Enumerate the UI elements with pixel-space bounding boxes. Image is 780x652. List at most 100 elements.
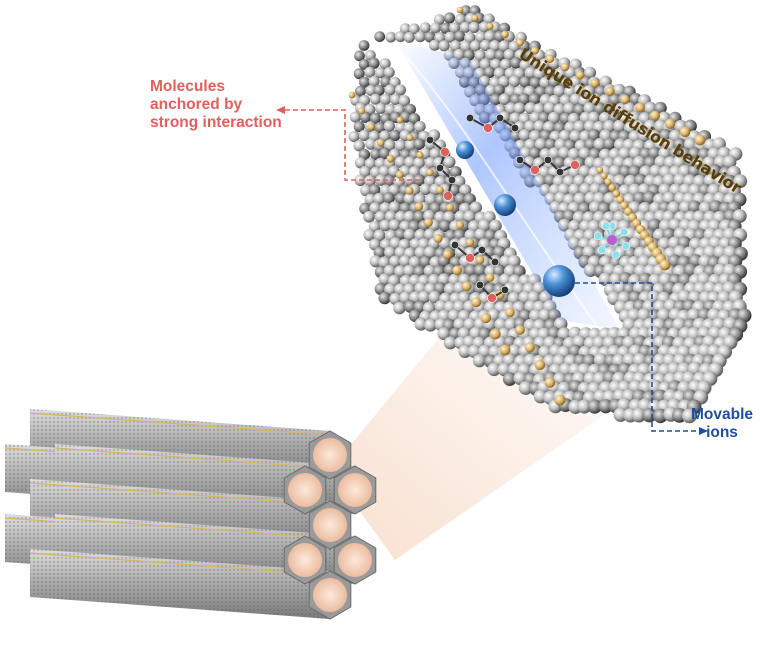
wall-atom bbox=[390, 93, 402, 106]
wall-atom bbox=[394, 228, 407, 241]
wall-atom bbox=[487, 362, 501, 377]
accent-atom bbox=[475, 255, 485, 265]
accent-atom bbox=[455, 220, 465, 230]
accent-atom bbox=[433, 233, 443, 243]
carbon-atom bbox=[495, 113, 505, 123]
channel-closeup bbox=[348, 5, 752, 424]
accent-atom bbox=[664, 118, 676, 129]
wall-atom bbox=[434, 300, 448, 313]
accent-atom bbox=[416, 151, 424, 159]
accent-atom bbox=[499, 344, 511, 356]
wall-atom bbox=[468, 21, 480, 34]
accent-atom bbox=[545, 54, 555, 63]
wall-atom bbox=[544, 67, 557, 80]
wall-atom bbox=[394, 156, 407, 168]
carbon-atom bbox=[425, 135, 435, 145]
wall-atom bbox=[389, 129, 401, 142]
carbon-atom bbox=[465, 113, 475, 123]
wall-atom bbox=[473, 264, 487, 277]
ion-sphere bbox=[456, 141, 474, 159]
wall-atom bbox=[365, 138, 377, 150]
wall-atom bbox=[403, 264, 416, 277]
wall-atom bbox=[454, 30, 466, 42]
wall-atom bbox=[369, 93, 382, 105]
wall-atom bbox=[378, 165, 391, 178]
wall-atom bbox=[533, 120, 546, 133]
wall-atom bbox=[419, 183, 432, 196]
accent-atom bbox=[424, 218, 433, 227]
wall-atom bbox=[383, 192, 395, 205]
wall-atom bbox=[649, 164, 663, 178]
wall-atom bbox=[504, 318, 518, 332]
wall-atom bbox=[548, 76, 561, 89]
wall-atom bbox=[603, 137, 616, 151]
fluorine-atom bbox=[601, 221, 611, 231]
tube-texture bbox=[30, 549, 330, 619]
wall-atom bbox=[374, 282, 387, 295]
wall-atom bbox=[419, 22, 431, 34]
pore bbox=[288, 543, 322, 577]
wall-atom bbox=[430, 22, 442, 34]
wall-atom bbox=[682, 408, 697, 424]
oxygen-atom bbox=[487, 293, 497, 303]
wall-atom bbox=[374, 121, 386, 134]
wall-atom bbox=[593, 353, 608, 368]
carbon-atom bbox=[555, 167, 565, 177]
wall-atom bbox=[494, 49, 507, 62]
wall-atom bbox=[513, 102, 526, 115]
accent-atom bbox=[436, 186, 444, 194]
wall-atom bbox=[518, 129, 531, 142]
wall-atom bbox=[355, 85, 366, 97]
arrow-right-icon bbox=[699, 427, 708, 435]
wall-atom bbox=[508, 75, 521, 88]
wall-atom bbox=[398, 95, 411, 107]
wall-atom bbox=[394, 139, 407, 152]
wall-atom bbox=[502, 372, 517, 387]
carbon-atom bbox=[510, 123, 520, 133]
wall-atom bbox=[503, 48, 516, 61]
oxygen-atom bbox=[465, 253, 475, 263]
wall-atom bbox=[524, 66, 537, 79]
wall-atom bbox=[469, 201, 482, 214]
pore bbox=[338, 473, 372, 507]
accent-atom bbox=[376, 139, 385, 147]
accent-atom bbox=[505, 307, 515, 318]
wall-atom bbox=[558, 146, 571, 160]
wall-atom bbox=[593, 137, 607, 151]
accent-atom bbox=[461, 281, 472, 292]
accent-atom bbox=[367, 123, 375, 131]
wall-atom bbox=[510, 57, 522, 69]
wall-atom bbox=[449, 166, 462, 178]
wall-atom bbox=[413, 138, 426, 150]
wall-atom bbox=[553, 156, 566, 170]
carbon-atom bbox=[490, 257, 500, 267]
carbon-atom bbox=[447, 175, 457, 185]
oxygen-atom bbox=[530, 165, 540, 175]
accent-atom bbox=[426, 168, 434, 177]
wall-atom bbox=[438, 40, 450, 52]
ions-label-line: ions bbox=[706, 423, 738, 441]
oxygen-atom bbox=[570, 160, 580, 170]
accent-atom bbox=[620, 201, 629, 210]
wall-atom bbox=[505, 102, 517, 115]
wall-atom bbox=[394, 210, 407, 223]
wall-atom bbox=[498, 40, 511, 52]
wall-atom bbox=[383, 174, 396, 187]
wall-atom bbox=[373, 84, 385, 96]
wall-atom bbox=[394, 31, 406, 43]
wall-atom bbox=[365, 85, 377, 96]
accent-atom bbox=[590, 78, 600, 88]
wall-atom bbox=[464, 32, 476, 44]
wall-atom bbox=[394, 265, 407, 278]
wall-atom bbox=[454, 245, 468, 259]
accent-atom bbox=[386, 154, 395, 163]
accent-atom bbox=[659, 259, 671, 271]
wall-atom bbox=[587, 399, 602, 414]
wall-atom bbox=[349, 111, 361, 123]
wall-atom bbox=[444, 31, 456, 43]
wall-atom bbox=[369, 112, 382, 124]
accent-atom bbox=[465, 238, 475, 247]
wall-atom bbox=[533, 67, 546, 80]
wall-atom bbox=[364, 193, 377, 206]
wall-atom bbox=[360, 111, 372, 123]
